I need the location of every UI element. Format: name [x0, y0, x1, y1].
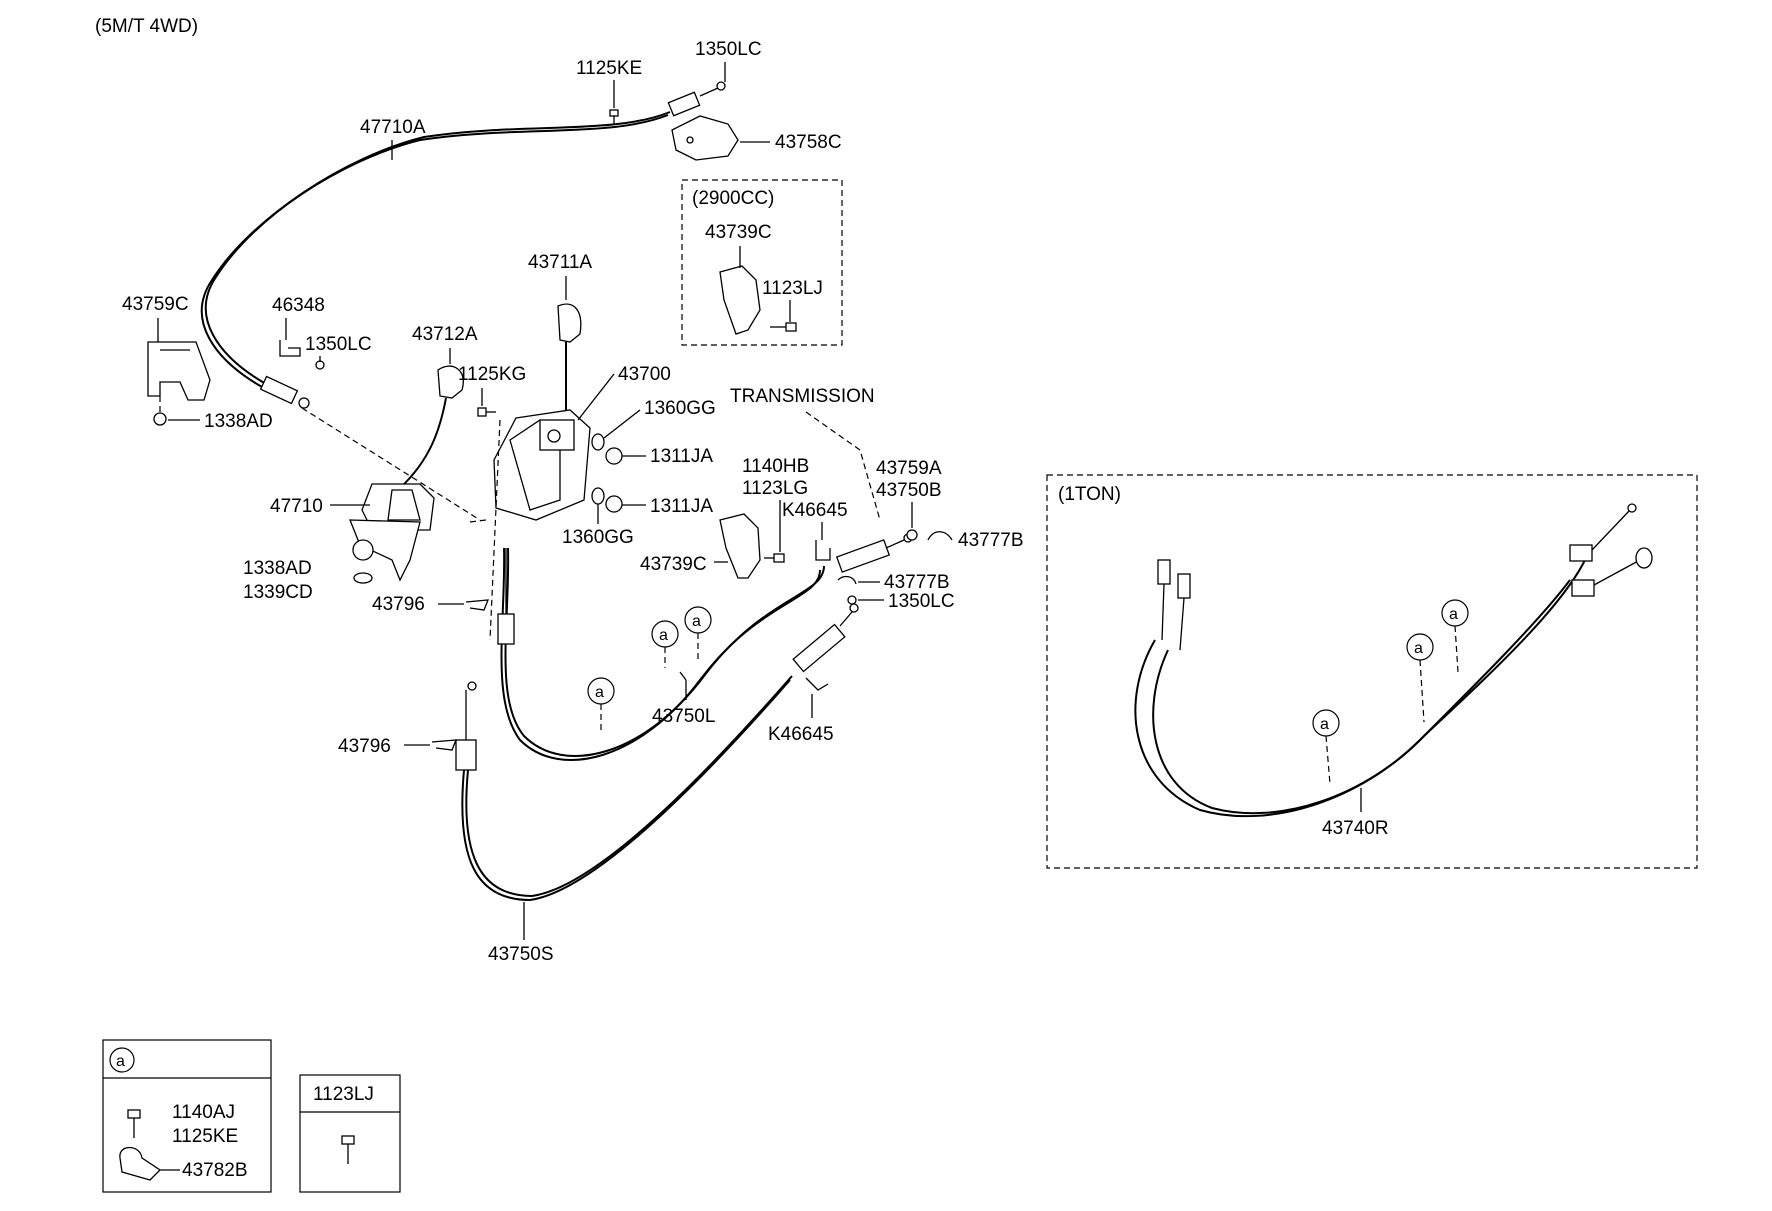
part-43796-top: 43796: [372, 594, 425, 615]
part-1350LC-left: 1350LC: [305, 334, 372, 355]
callout-a-1ton-3: a: [1449, 606, 1458, 623]
callout-a-3: a: [587, 677, 615, 730]
legend-a-marker: a: [116, 1053, 125, 1070]
part-43759A: 43759A: [876, 458, 942, 479]
clip-43796-top: [465, 599, 489, 611]
callout-a-1ton-1: a: [1320, 716, 1329, 733]
part-43777B-right: 43777B: [958, 530, 1024, 551]
part-47710A: 47710A: [360, 117, 426, 138]
callout-a-1: a: [651, 620, 679, 668]
part-1350LC-top: 1350LC: [695, 39, 762, 60]
box-2900cc-title: (2900CC): [692, 188, 774, 209]
part-43700: 43700: [618, 364, 671, 385]
legend-part-1125KE: 1125KE: [172, 1126, 238, 1147]
part-43750L: 43750L: [652, 706, 715, 727]
washer-1360GG-top: [591, 433, 605, 451]
callout-a-1ton-2: a: [1414, 640, 1423, 657]
part-47710: 47710: [270, 496, 323, 517]
cable-47710A: [200, 81, 726, 409]
bolt-1125KE-top: [609, 109, 619, 125]
part-46348: 46348: [272, 295, 325, 316]
clip-43796-bot: [431, 739, 457, 751]
box-1ton: a a a: [1046, 474, 1698, 869]
clip-46348: [279, 340, 301, 357]
part-1311JA-bot: 1311JA: [650, 496, 713, 517]
bracket-43739C-mid: [719, 513, 761, 579]
part-1360GG-bot: 1360GG: [562, 527, 634, 548]
part-1360GG-top: 1360GG: [644, 398, 716, 419]
part-1338AD-left: 1338AD: [204, 411, 273, 432]
svg-text:a: a: [595, 684, 604, 701]
box-1ton-title: (1TON): [1058, 484, 1121, 505]
bolt-1125KG: [477, 407, 496, 417]
nut-1311JA-bot: [605, 495, 623, 513]
part-1123LG: 1123LG: [742, 478, 808, 499]
bracket-43759C: [147, 341, 211, 426]
box-2900cc: [681, 179, 843, 346]
clip-K46645-bot: [805, 677, 829, 691]
transmission-label: TRANSMISSION: [730, 386, 875, 407]
part-43711A: 43711A: [528, 252, 592, 273]
shifter-assembly-43700: [493, 303, 591, 521]
legend-box-a: a: [102, 1039, 272, 1193]
legend-box-1123LJ: [299, 1074, 401, 1193]
part-1338AD: 1338AD: [243, 558, 312, 579]
part-43758C: 43758C: [775, 132, 842, 153]
part-43750B: 43750B: [876, 480, 942, 501]
legend-part-1140AJ: 1140AJ: [172, 1102, 235, 1123]
callout-a-2: a: [684, 606, 712, 660]
clip-K46645-top: [815, 540, 831, 561]
part-1339CD: 1339CD: [243, 582, 313, 603]
part-1125KG: 1125KG: [458, 364, 526, 385]
part-K46645-bot: K46645: [768, 724, 834, 745]
svg-text:a: a: [692, 613, 701, 630]
washer-1360GG-bot: [591, 487, 605, 505]
part-43739C-2900: 43739C: [705, 222, 772, 243]
part-1125KE: 1125KE: [576, 58, 642, 79]
legend-1123LJ-title: 1123LJ: [313, 1084, 374, 1105]
part-43750S: 43750S: [488, 944, 554, 965]
washer-43750B: [906, 529, 918, 541]
bolt-1140HB: [764, 553, 785, 563]
variant-label: (5M/T 4WD): [95, 16, 198, 37]
svg-text:a: a: [659, 627, 668, 644]
part-1123LJ-2900: 1123LJ: [762, 278, 823, 299]
part-43740R: 43740R: [1322, 818, 1389, 839]
part-1140HB: 1140HB: [742, 456, 809, 477]
part-43759C: 43759C: [122, 294, 189, 315]
cable-43750L: [497, 533, 913, 761]
part-K46645-top: K46645: [782, 500, 848, 521]
part-43777B-mid: 43777B: [884, 572, 950, 593]
part-43712A: 43712A: [412, 324, 478, 345]
part-1311JA-top: 1311JA: [650, 446, 713, 467]
nut-1311JA-top: [605, 447, 623, 465]
part-43739C-mid: 43739C: [640, 554, 707, 575]
bracket-43758C: [671, 115, 739, 161]
cable-43750S: [455, 603, 859, 902]
part-43796-bot: 43796: [338, 736, 391, 757]
part-1350LC-mid: 1350LC: [888, 591, 955, 612]
shift-lever-47710: [349, 365, 464, 584]
legend-part-43782B: 43782B: [182, 1160, 248, 1181]
